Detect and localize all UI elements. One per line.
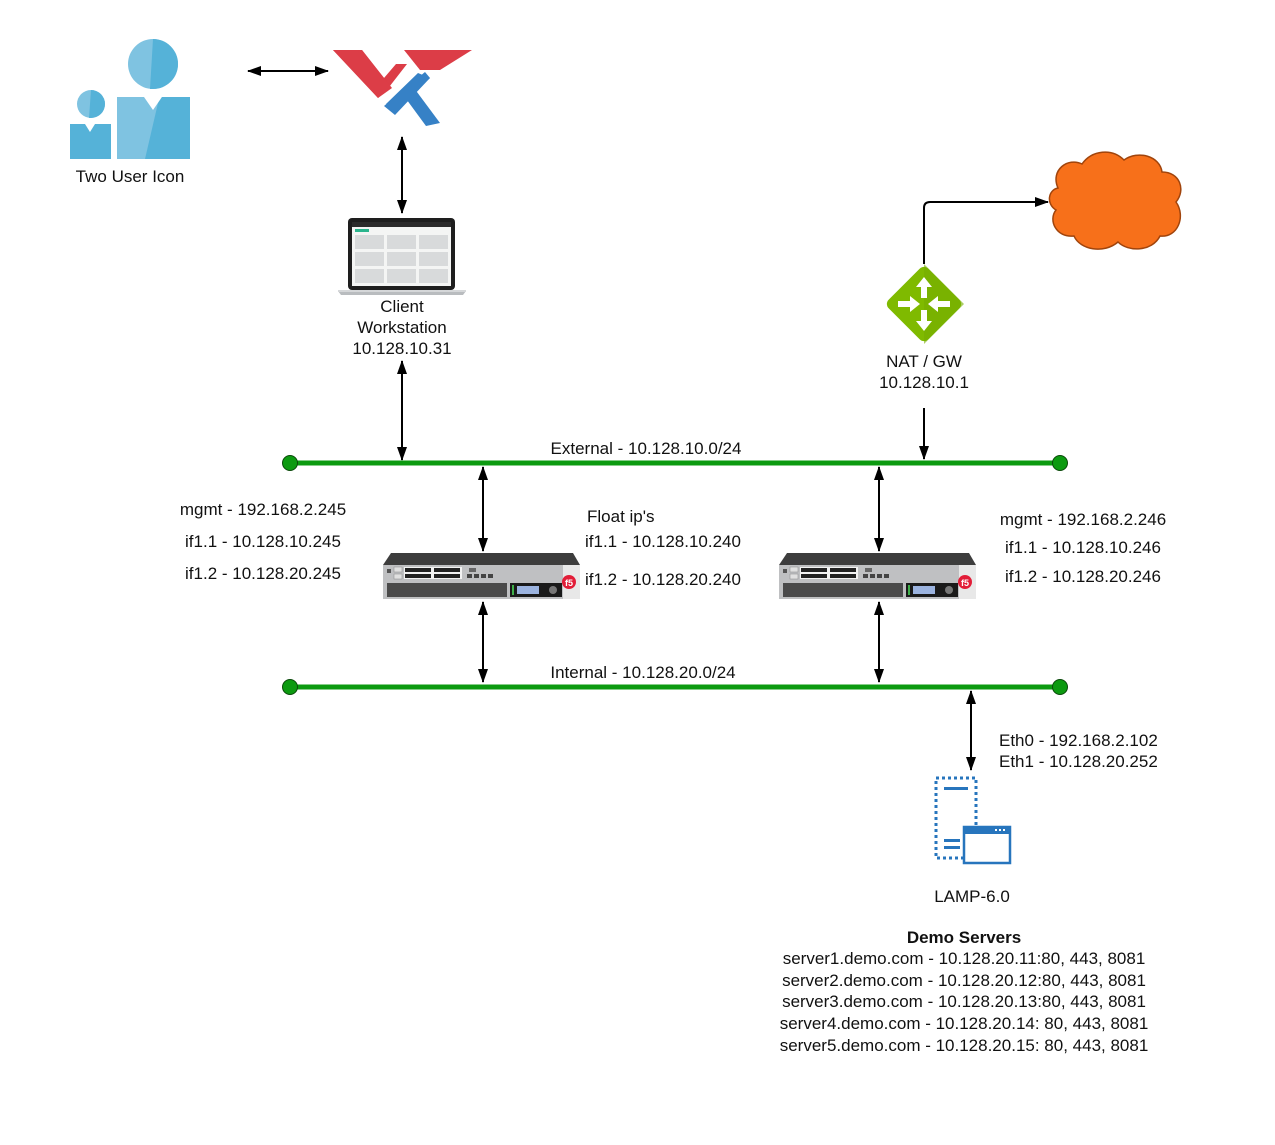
f5-bigip-appliance-icon: f5 (383, 553, 580, 599)
bigip2-mgmt: mgmt - 192.168.2.246 (999, 510, 1167, 529)
bigip1-mgmt: mgmt - 192.168.2.245 (179, 500, 347, 519)
lamp-eth0: Eth0 - 192.168.2.102 (999, 731, 1158, 750)
lamp-eth1: Eth1 - 10.128.20.252 (999, 752, 1158, 771)
float-if12: if1.2 - 10.128.20.240 (585, 570, 741, 589)
internet-cloud-icon (1048, 151, 1182, 250)
wk-logo-icon (333, 50, 472, 126)
router-icon (886, 264, 964, 344)
demo-server-row: server5.demo.com - 10.128.20.15: 80, 443… (779, 1036, 1149, 1055)
bigip2-if12: if1.2 - 10.128.20.246 (1005, 567, 1161, 586)
svg-text:f5: f5 (961, 578, 969, 588)
client-label-type: Workstation (357, 318, 447, 337)
demo-server-row: server2.demo.com - 10.128.20.12:80, 443,… (782, 971, 1146, 990)
external-network-label: External - 10.128.10.0/24 (550, 439, 742, 458)
svg-text:f5: f5 (565, 578, 573, 588)
f5-bigip-appliance-icon: f5 (779, 553, 976, 599)
server-window-icon (934, 776, 1012, 865)
bigip1-if12: if1.2 - 10.128.20.245 (185, 564, 341, 583)
float-if11: if1.1 - 10.128.10.240 (585, 532, 741, 551)
demo-server-row: server4.demo.com - 10.128.20.14: 80, 443… (779, 1014, 1149, 1033)
float-ips-title: Float ip's (587, 507, 655, 526)
users-label: Two User Icon (75, 167, 185, 186)
client-label-name: Client (380, 297, 424, 316)
demo-server-row: server1.demo.com - 10.128.20.11:80, 443,… (782, 949, 1146, 968)
internal-network-label: Internal - 10.128.20.0/24 (550, 663, 736, 682)
bigip2-if11: if1.1 - 10.128.10.246 (1005, 538, 1161, 557)
client-ip: 10.128.10.31 (352, 339, 452, 358)
nat-ip: 10.128.10.1 (879, 373, 969, 392)
demo-server-row: server3.demo.com - 10.128.20.13:80, 443,… (782, 992, 1146, 1011)
internal-network-bus (282, 679, 1068, 695)
laptop-icon (338, 218, 466, 295)
bigip1-if11: if1.1 - 10.128.10.245 (185, 532, 341, 551)
nat-cloud-link (923, 197, 1049, 264)
lamp-label: LAMP-6.0 (934, 887, 1010, 906)
demo-servers-title: Demo Servers (906, 928, 1022, 947)
external-network-bus (282, 455, 1068, 471)
two-user-icon (70, 39, 190, 159)
nat-label: NAT / GW (886, 352, 962, 371)
